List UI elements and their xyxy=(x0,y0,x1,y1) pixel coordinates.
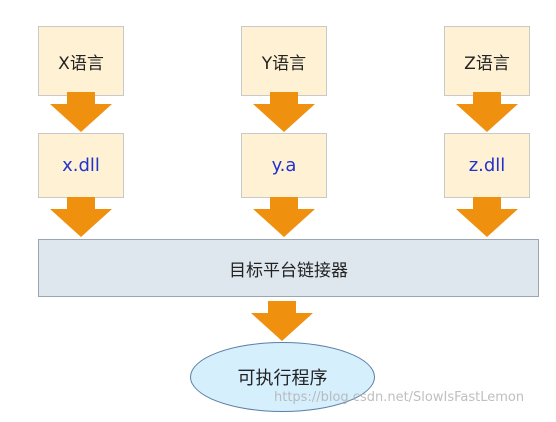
x-compile-arrow xyxy=(50,92,112,132)
z-language-label: Z语言 xyxy=(464,53,510,74)
x-language-label: X语言 xyxy=(58,53,104,74)
linker-label: 目标平台链接器 xyxy=(229,260,348,281)
linker-box: 目标平台链接器 xyxy=(38,239,539,297)
output-arrow xyxy=(251,301,313,341)
z-library-box: z.dll xyxy=(444,133,530,198)
y-language-box: Y语言 xyxy=(241,26,327,96)
z-language-box: Z语言 xyxy=(444,26,530,96)
x-link-arrow xyxy=(50,197,112,237)
y-language-label: Y语言 xyxy=(261,53,307,74)
y-library-label: y.a xyxy=(271,155,297,176)
watermark-text: https://blog.csdn.net/SlowIsFastLemon xyxy=(274,390,525,405)
z-compile-arrow xyxy=(456,92,518,132)
x-library-label: x.dll xyxy=(62,155,100,176)
z-link-arrow xyxy=(456,197,518,237)
y-link-arrow xyxy=(253,197,315,237)
executable-label: 可执行程序 xyxy=(237,368,328,389)
y-library-box: y.a xyxy=(241,133,327,198)
z-library-label: z.dll xyxy=(468,155,506,176)
y-compile-arrow xyxy=(253,92,315,132)
x-library-box: x.dll xyxy=(38,133,124,198)
executable-ellipse: 可执行程序 xyxy=(190,342,375,412)
x-language-box: X语言 xyxy=(38,26,124,96)
